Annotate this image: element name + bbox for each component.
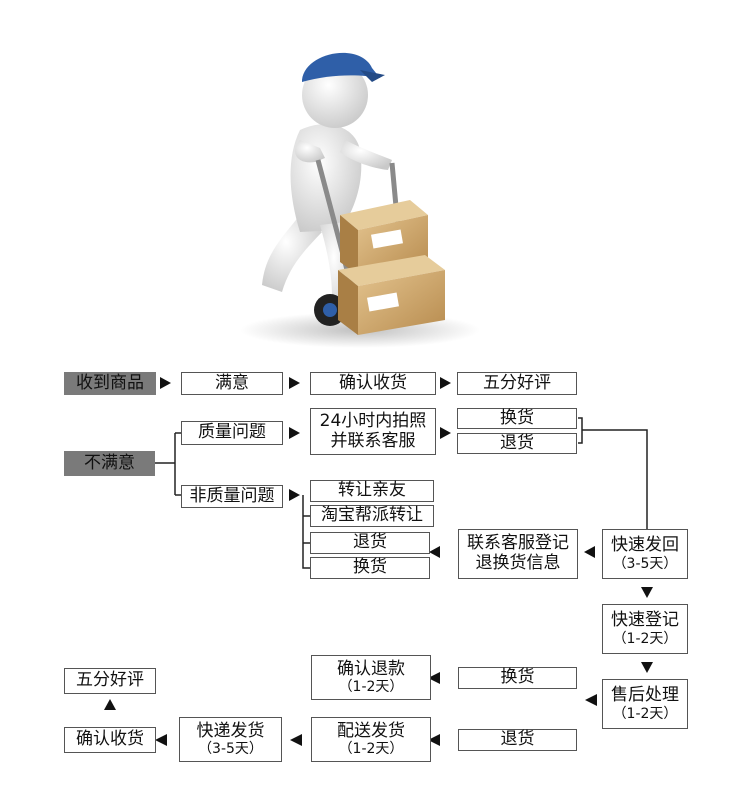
ship-out-days: （1-2天）: [338, 741, 404, 758]
confirm-receipt-top-box: 确认收货: [310, 372, 436, 395]
confirm-refund-box: 确认退款 （1-2天）: [311, 655, 431, 700]
exchange-box: 换货: [457, 408, 577, 429]
fast-send-back-box: 快速发回 （3-5天）: [602, 529, 688, 579]
register-line1: 联系客服登记: [467, 533, 569, 554]
exchange2-box: 换货: [310, 557, 430, 579]
confirm-receipt-bottom-box: 确认收货: [64, 727, 156, 753]
received-goods-box: 收到商品: [64, 372, 156, 395]
ship-out-box: 配送发货 （1-2天）: [311, 717, 431, 762]
photo-contact-line2: 并联系客服: [330, 430, 416, 451]
after-sale-label: 售后处理: [611, 685, 679, 706]
fast-register-label: 快速登记: [611, 610, 679, 631]
unsatisfied-box: 不满意: [64, 451, 155, 476]
express-ship-box: 快递发货 （3-5天）: [179, 717, 282, 762]
delivery-man-illustration: [240, 52, 480, 348]
satisfied-box: 满意: [181, 372, 283, 395]
fast-register-days: （1-2天）: [612, 630, 678, 647]
express-ship-days: （3-5天）: [198, 741, 263, 758]
non-quality-issue-box: 非质量问题: [181, 485, 283, 508]
return2-box: 退货: [310, 532, 430, 554]
return-box: 退货: [457, 433, 577, 454]
transfer-friend-box: 转让亲友: [310, 480, 434, 502]
five-star-top-box: 五分好评: [457, 372, 577, 395]
taobao-transfer-box: 淘宝帮派转让: [310, 505, 434, 527]
ship-out-label: 配送发货: [337, 720, 405, 741]
confirm-refund-days: （1-2天）: [338, 679, 404, 696]
fast-send-back-days: （3-5天）: [612, 555, 678, 572]
register-line2: 退换货信息: [475, 553, 561, 573]
fast-send-back-label: 快速发回: [611, 535, 679, 556]
photo-contact-box: 24小时内拍照 并联系客服: [310, 408, 436, 455]
after-sale-days: （1-2天）: [612, 705, 678, 722]
five-star-bottom-box: 五分好评: [64, 668, 156, 694]
exchange3-box: 换货: [458, 667, 577, 689]
package-box-bottom: [338, 255, 445, 335]
after-sale-box: 售后处理 （1-2天）: [602, 679, 688, 729]
confirm-refund-label: 确认退款: [337, 658, 405, 679]
register-service-box: 联系客服登记 退换货信息: [458, 529, 578, 579]
quality-issue-box: 质量问题: [181, 421, 283, 445]
return3-box: 退货: [458, 729, 577, 751]
fast-register-box: 快速登记 （1-2天）: [602, 604, 688, 654]
photo-contact-line1: 24小时内拍照: [319, 410, 427, 431]
express-ship-label: 快递发货: [196, 720, 265, 741]
